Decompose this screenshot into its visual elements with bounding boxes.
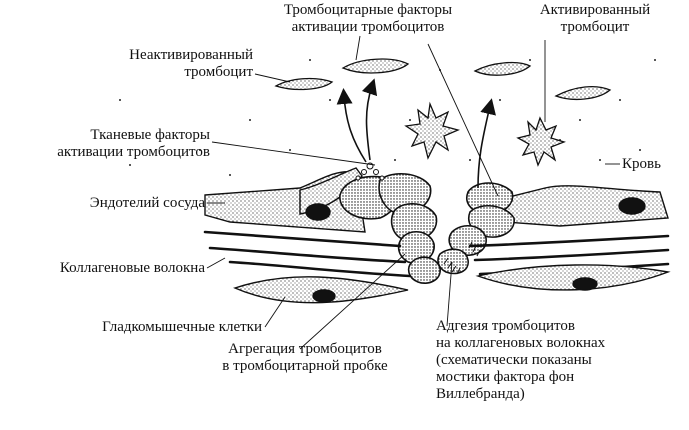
endothelium — [204, 167, 669, 233]
activated-platelets — [404, 101, 566, 167]
label-adhesion-line4: мостики фактора фон — [436, 369, 575, 385]
label-nonactivated-line2: тромбоцит — [184, 64, 253, 80]
label-adhesion-line2: на коллагеновых волокнах — [436, 335, 606, 351]
label-platelet-factors-line1: Тромбоцитарные факторы — [283, 2, 453, 18]
activation-arrows — [336, 78, 496, 189]
label-aggregation: Агрегация тромбоцитов в тромбоцитарной п… — [200, 341, 410, 375]
label-smooth-muscle: Гладкомышечные клетки — [102, 319, 262, 335]
von-willebrand-bridges — [443, 241, 481, 275]
label-tissue-factors: Тканевые факторы активации тромбоцитов — [20, 127, 210, 161]
label-adhesion: Адгезия тромбоцитов на коллагеновых воло… — [436, 318, 605, 403]
label-adhesion-line1: Адгезия тромбоцитов — [436, 318, 575, 334]
label-adhesion-line3: (схематически показаны — [436, 352, 592, 368]
tissue-factor-granules — [355, 162, 385, 181]
label-nonactivated-platelet: Неактивированный тромбоцит — [70, 47, 253, 81]
label-platelet-factors-line2: активации тромбоцитов — [291, 19, 445, 35]
label-platelet-factors: Тромбоцитарные факторы активации тромбоц… — [268, 2, 468, 36]
label-tissue-factors-line1: Тканевые факторы — [90, 127, 210, 143]
label-nonactivated-line1: Неактивированный — [129, 47, 253, 63]
label-activated-line1: Активированный — [539, 2, 651, 18]
smooth-muscle-cells — [233, 264, 671, 304]
blood-specks — [119, 59, 656, 176]
leader-lines — [206, 35, 620, 350]
platelet-plug — [339, 173, 515, 284]
label-endothelium: Эндотелий сосуда — [89, 195, 205, 211]
label-aggregation-line2: в тромбоцитарной пробке — [222, 358, 388, 374]
nonactivated-platelets — [274, 58, 612, 101]
label-collagen: Коллагеновые волокна — [59, 260, 205, 276]
label-blood: Кровь — [622, 156, 661, 172]
label-adhesion-line5: Виллебранда) — [436, 386, 525, 402]
label-aggregation-line1: Агрегация тромбоцитов — [228, 341, 382, 357]
label-tissue-factors-line2: активации тромбоцитов — [57, 144, 210, 160]
label-activated-line2: тромбоцит — [560, 19, 630, 35]
label-activated-platelet: Активированный тромбоцит — [520, 2, 670, 36]
